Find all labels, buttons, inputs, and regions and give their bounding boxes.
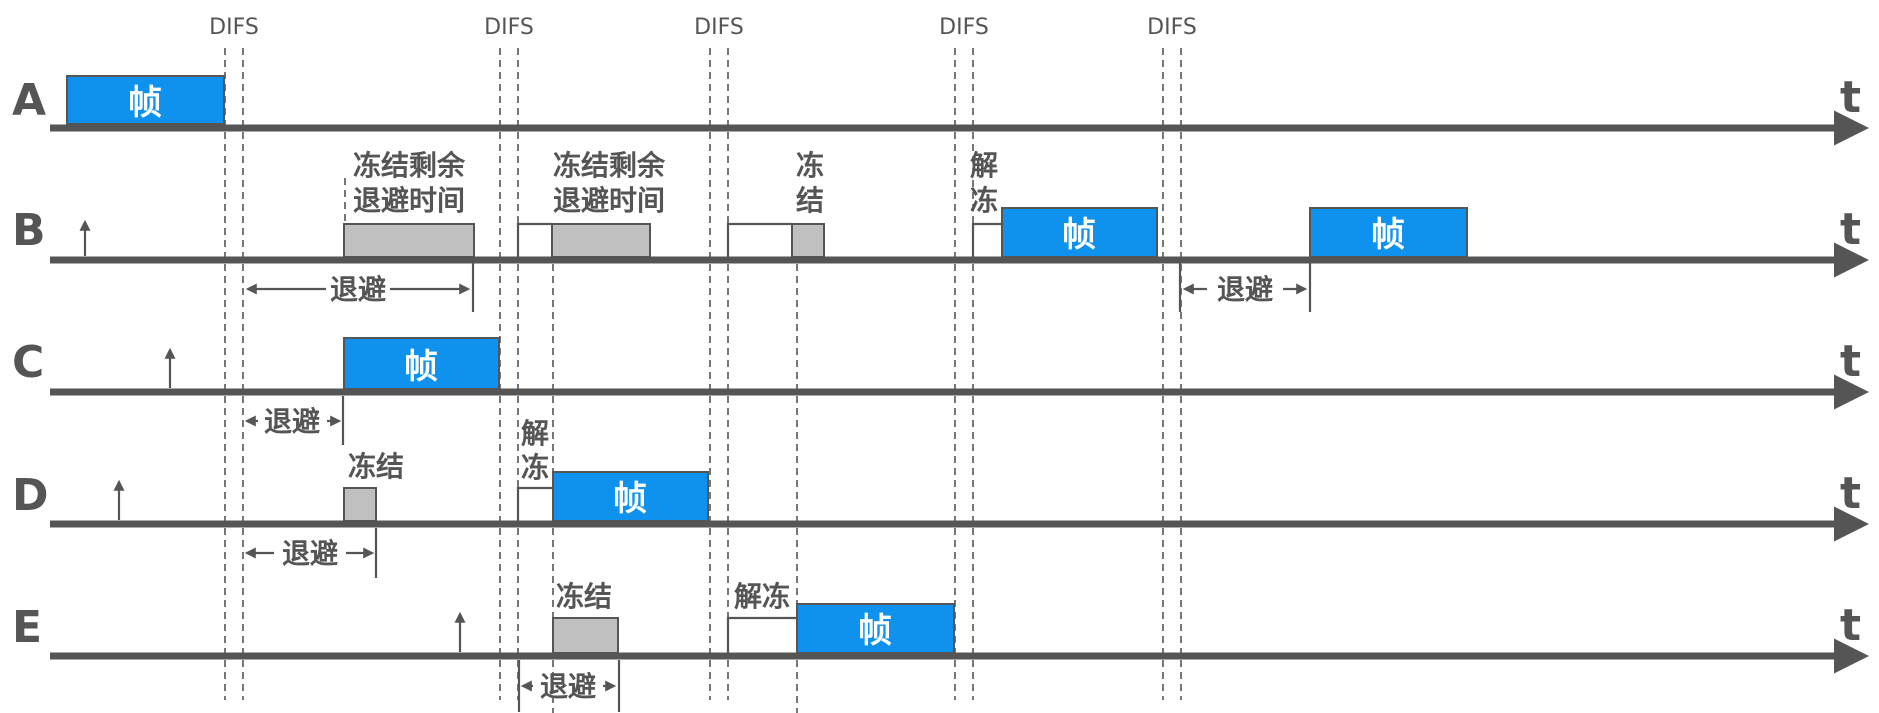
station-a-activity: 帧 [66, 75, 225, 125]
difs-label: DIFS [1147, 15, 1197, 40]
arrival-arrows [79, 219, 466, 652]
frame-label: 帧 [1371, 215, 1405, 255]
difs-lines [224, 48, 1182, 713]
difs-label: DIFS [484, 15, 534, 40]
station-labels: A B C D E [12, 75, 49, 653]
backoff-label: 退避 [282, 537, 338, 570]
note-backoff-time: 退避时间 [553, 184, 665, 217]
frozen-backoff-block [343, 223, 475, 258]
frame-block [1001, 207, 1158, 258]
note-unfreeze: 解冻 [734, 580, 790, 613]
frame-block [66, 75, 225, 125]
time-label: t [1840, 72, 1861, 123]
note-freeze-remaining: 冻结剩余 [353, 149, 466, 182]
frame-block [1309, 207, 1468, 258]
station-label-d: D [12, 470, 49, 521]
time-axes [50, 110, 1869, 674]
station-label-a: A [12, 75, 46, 126]
station-label-e: E [12, 602, 42, 653]
note-backoff-time: 退避时间 [353, 184, 465, 217]
station-label-c: C [12, 337, 44, 388]
note-freeze: 冻 [796, 149, 824, 182]
frozen-backoff-block [343, 487, 377, 522]
frame-block [343, 337, 500, 390]
station-d-activity: 冻结 解 冻 帧 退避 [244, 417, 709, 578]
station-b-activity: 冻结剩余 退避时间 冻结剩余 退避时间 冻 结 解 冻 帧 帧 退避 退避 [245, 149, 1468, 312]
frame-label: 帧 [613, 479, 647, 519]
time-label: t [1840, 600, 1861, 651]
time-label: t [1840, 468, 1861, 519]
difs-label: DIFS [209, 15, 259, 40]
note-unfreeze: 解 [970, 149, 998, 182]
backoff-label: 退避 [540, 670, 596, 703]
note-freeze: 结 [796, 184, 824, 217]
frame-label: 帧 [404, 347, 438, 387]
frame-block [552, 471, 709, 522]
frozen-backoff-block [552, 617, 619, 654]
difs-label: DIFS [939, 15, 989, 40]
backoff-label: 退避 [330, 273, 386, 306]
backoff-label: 退避 [1217, 273, 1273, 306]
backoff-label: 退避 [264, 405, 320, 438]
time-label: t [1840, 336, 1861, 387]
difs-labels: DIFS DIFS DIFS DIFS DIFS [209, 15, 1197, 40]
frame-block [796, 603, 955, 654]
frame-label: 帧 [858, 611, 892, 651]
difs-label: DIFS [694, 15, 744, 40]
note-unfreeze: 冻 [970, 184, 998, 217]
frozen-backoff-block [791, 223, 825, 258]
note-unfreeze: 冻 [521, 451, 549, 484]
frame-label: 帧 [1062, 215, 1096, 255]
time-labels: t t t t t [1840, 72, 1861, 651]
note-freeze: 冻结 [348, 450, 404, 483]
note-freeze: 冻结 [556, 580, 612, 613]
station-c-activity: 帧 退避 [244, 337, 500, 445]
frame-label: 帧 [128, 83, 162, 123]
station-label-b: B [12, 205, 46, 256]
station-e-activity: 冻结 解冻 帧 退避 [517, 580, 955, 712]
note-freeze-remaining: 冻结剩余 [553, 149, 666, 182]
time-label: t [1840, 204, 1861, 255]
note-unfreeze: 解 [521, 417, 549, 450]
frozen-backoff-block [551, 223, 651, 258]
